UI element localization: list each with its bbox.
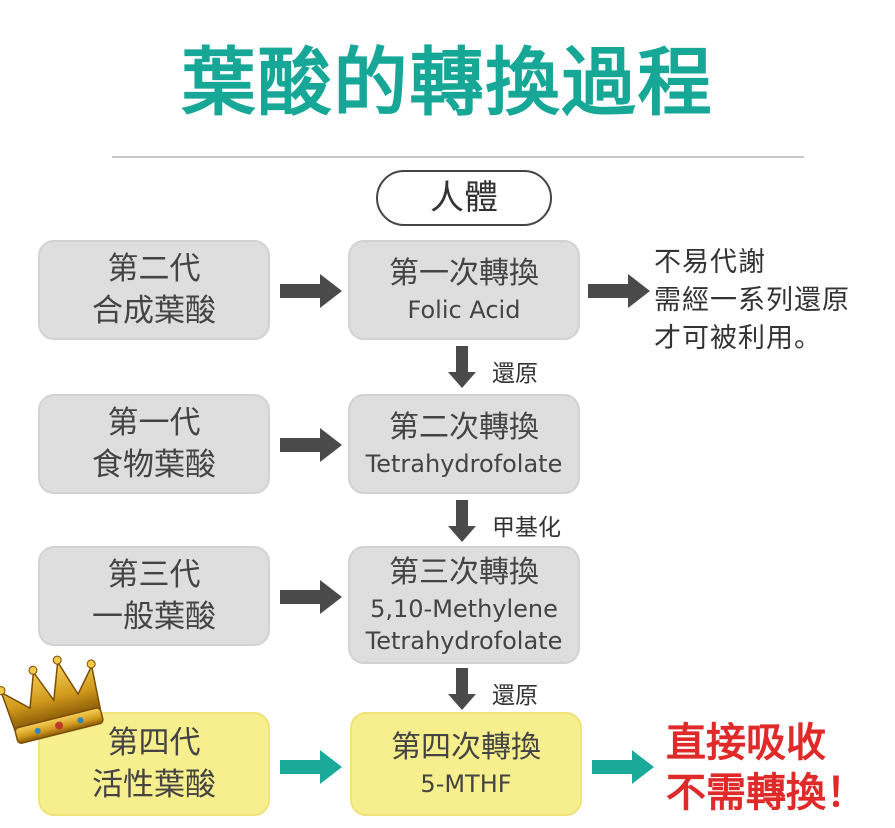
result-line: 直接吸收 — [666, 720, 826, 766]
step-label-reduction: 還原 — [492, 361, 538, 387]
page-title: 葉酸的轉換過程 — [181, 40, 714, 126]
crown-icon — [0, 655, 104, 744]
conversion-title: 第三次轉換 — [389, 555, 539, 590]
side-note-line: 需經一系列還原 — [654, 285, 850, 316]
generation-title: 第四代 — [107, 725, 201, 761]
conversion-compound: Folic Acid — [407, 296, 521, 324]
arrow-right-icon — [280, 580, 342, 614]
conversion-compound-line2: Tetrahydrofolate — [365, 627, 563, 655]
conversion-title: 第四次轉換 — [391, 730, 541, 765]
generation-type: 食物葉酸 — [92, 447, 216, 483]
generation-box-4th: 第四代 活性葉酸 — [38, 712, 270, 816]
result-text: 直接吸收 不需轉換！ — [666, 718, 866, 818]
arrow-right-icon — [280, 428, 342, 462]
generation-type: 活性葉酸 — [92, 767, 216, 803]
step-label-methylation: 甲基化 — [492, 515, 561, 541]
generation-title: 第二代 — [107, 251, 201, 287]
arrow-down-icon — [448, 500, 476, 542]
step-label-reduction: 還原 — [492, 683, 538, 709]
arrow-right-icon — [280, 274, 342, 308]
generation-box-1st: 第一代 食物葉酸 — [38, 394, 270, 494]
arrow-right-teal-icon — [592, 750, 654, 784]
generation-title: 第三代 — [107, 557, 201, 593]
generation-box-2nd: 第二代 合成葉酸 — [38, 240, 270, 340]
generation-box-3rd: 第三代 一般葉酸 — [38, 546, 270, 646]
arrow-right-icon — [588, 274, 650, 308]
conversion-box-2: 第二次轉換 Tetrahydrofolate — [348, 394, 580, 494]
result-line: 不需轉換！ — [666, 770, 866, 816]
generation-title: 第一代 — [107, 405, 201, 441]
side-note: 不易代謝 需經一系列還原 才可被利用。 — [654, 244, 850, 358]
arrow-down-icon — [448, 346, 476, 388]
conversion-box-1: 第一次轉換 Folic Acid — [348, 240, 580, 340]
generation-type: 合成葉酸 — [92, 293, 216, 329]
title-divider — [112, 156, 804, 158]
side-note-line: 才可被利用。 — [654, 323, 822, 354]
conversion-compound-line1: 5,10-Methylene — [370, 595, 558, 623]
conversion-title: 第一次轉換 — [389, 256, 539, 291]
arrow-right-teal-icon — [280, 750, 342, 784]
body-label-pill: 人體 — [376, 170, 552, 226]
side-note-line: 不易代謝 — [654, 247, 766, 278]
generation-type: 一般葉酸 — [92, 599, 216, 635]
conversion-title: 第二次轉換 — [389, 410, 539, 445]
conversion-compound: 5-MTHF — [420, 770, 512, 798]
conversion-compound: Tetrahydrofolate — [365, 450, 563, 478]
conversion-box-3: 第三次轉換 5,10-Methylene Tetrahydrofolate — [348, 546, 580, 664]
arrow-down-icon — [448, 668, 476, 710]
conversion-box-4: 第四次轉換 5-MTHF — [350, 712, 582, 816]
